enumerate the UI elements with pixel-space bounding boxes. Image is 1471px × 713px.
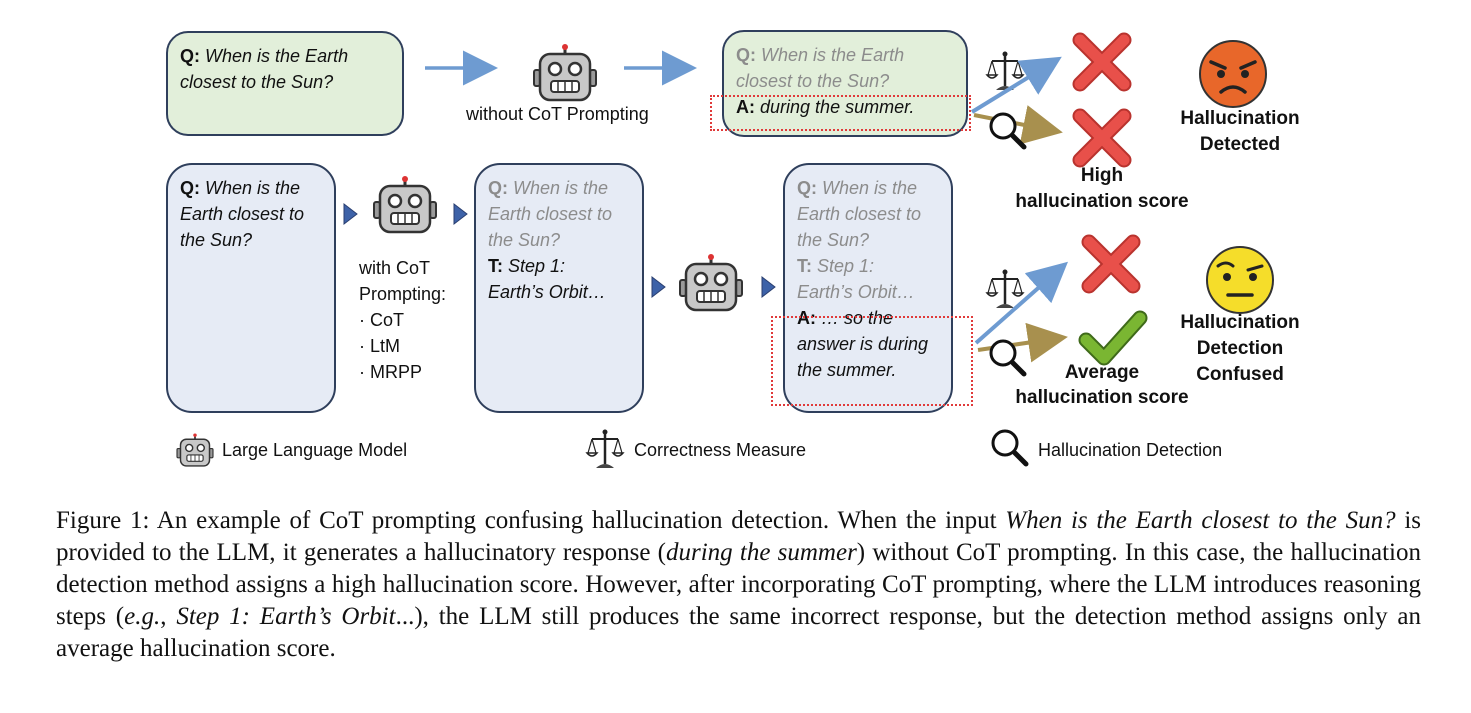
prompting-method: · LtM	[359, 336, 401, 356]
answer-line: answer is during	[797, 334, 929, 354]
q-label: Q:	[797, 178, 817, 198]
triangle-arrow	[343, 202, 358, 226]
caption-italic: during the summer	[665, 539, 857, 566]
thought-line: Step 1:	[508, 256, 566, 276]
thought-line: Earth’s Orbit…	[488, 282, 606, 302]
top-score-line: hallucination score	[1015, 191, 1189, 212]
question-line: Earth closest to	[797, 204, 922, 224]
legend-correctness: Correctness Measure	[634, 440, 807, 460]
q-label: Q:	[180, 46, 200, 66]
question-line: the Sun?	[180, 230, 253, 250]
a-label: A:	[797, 308, 816, 328]
triangle-arrow	[651, 275, 666, 299]
robot-icon	[532, 42, 598, 102]
scale-icon	[585, 428, 625, 470]
top-correctness-arrow	[970, 56, 1062, 114]
bottom-answer-highlight	[771, 316, 973, 406]
bottom-question-box: Q: When is the Earth closest to the Sun?	[166, 163, 336, 413]
bottom-reasoning-box: Q: When is the Earth closest to the Sun?…	[474, 163, 644, 413]
question-line: When is the Earth	[205, 46, 349, 66]
q-label: Q:	[488, 178, 508, 198]
caption-italic: e.g.	[124, 603, 161, 630]
cross-icon	[1072, 32, 1132, 92]
thought-line: Earth’s Orbit…	[797, 282, 915, 302]
caption-text: is provided to the LLM, it generates a h…	[56, 507, 1421, 566]
check-icon	[1078, 310, 1148, 366]
top-question-box: Q: When is the Earth closest to the Sun?	[166, 31, 404, 136]
without-cot-label: without CoT Prompting	[466, 104, 649, 124]
top-arrow-1	[425, 50, 498, 86]
top-score-line: High	[1080, 165, 1124, 186]
top-arrow-2	[624, 50, 697, 86]
a-label: A:	[736, 97, 755, 117]
angry-face-icon	[1199, 40, 1267, 108]
magnifier-icon	[990, 113, 1030, 153]
question-line: closest to the Sun?	[180, 72, 334, 92]
question-line: Earth closest to	[180, 204, 305, 224]
caption-text: Figure 1: An example of CoT prompting co…	[56, 507, 1006, 534]
caption-italic: Step 1: Earth’s Orbit	[176, 603, 396, 630]
question-line: closest to the Sun?	[736, 71, 890, 91]
robot-icon	[678, 252, 744, 312]
top-status-line: Hallucination	[1180, 108, 1300, 129]
robot-icon	[372, 174, 438, 234]
caption-text: ) without CoT prompting. In this case, t…	[56, 539, 1421, 630]
figure-caption: Figure 1: An example of CoT prompting co…	[56, 505, 1421, 665]
cross-icon	[1081, 234, 1141, 294]
legend-llm: Large Language Model	[222, 440, 408, 460]
question-line: When is the	[205, 178, 301, 198]
magnifier-icon	[992, 430, 1032, 470]
triangle-arrow	[453, 202, 468, 226]
bottom-response-box: Q: When is the Earth closest to the Sun?…	[783, 163, 953, 413]
q-label: Q:	[180, 178, 200, 198]
caption-text: ...), the LLM still produces the same in…	[56, 603, 1421, 662]
top-answer-highlight	[710, 95, 971, 131]
with-cot-line: Prompting:	[359, 284, 447, 304]
with-cot-line: with CoT	[359, 258, 431, 278]
bottom-score-line: hallucination score	[1015, 387, 1189, 408]
q-label: Q:	[736, 45, 756, 65]
cross-icon	[1072, 108, 1132, 168]
question-line: Earth closest to	[488, 204, 613, 224]
bottom-score-line: Average	[1064, 362, 1140, 383]
bottom-status-line: Detection	[1196, 338, 1284, 359]
answer-line: … so the	[821, 308, 894, 328]
top-response-box: Q: When is the Earth closest to the Sun?…	[722, 30, 968, 137]
question-line: When is the Earth	[761, 45, 905, 65]
prompting-method: · MRPP	[359, 362, 422, 382]
legend-detection: Hallucination Detection	[1038, 440, 1223, 460]
t-label: T:	[488, 256, 503, 276]
caption-italic: When is the Earth closest to the Sun?	[1005, 507, 1396, 534]
t-label: T:	[797, 256, 812, 276]
triangle-arrow	[761, 275, 776, 299]
answer-text: during the summer.	[760, 97, 915, 117]
confused-face-icon	[1206, 246, 1274, 314]
bottom-status-line: Confused	[1196, 364, 1284, 385]
prompting-method: · CoT	[359, 310, 404, 330]
robot-icon	[176, 432, 214, 467]
question-line: When is the	[513, 178, 609, 198]
bottom-correctness-arrow	[974, 261, 1068, 345]
bottom-status-line: Hallucination	[1180, 312, 1300, 333]
question-line: the Sun?	[797, 230, 870, 250]
thought-line: Step 1:	[817, 256, 875, 276]
top-status-line: Detected	[1199, 134, 1281, 155]
caption-text: ,	[160, 603, 177, 630]
question-line: the Sun?	[488, 230, 561, 250]
question-line: When is the	[822, 178, 918, 198]
answer-line: the summer.	[797, 360, 897, 380]
with-cot-label: with CoT Prompting: · CoT · LtM · MRPP	[359, 255, 446, 385]
